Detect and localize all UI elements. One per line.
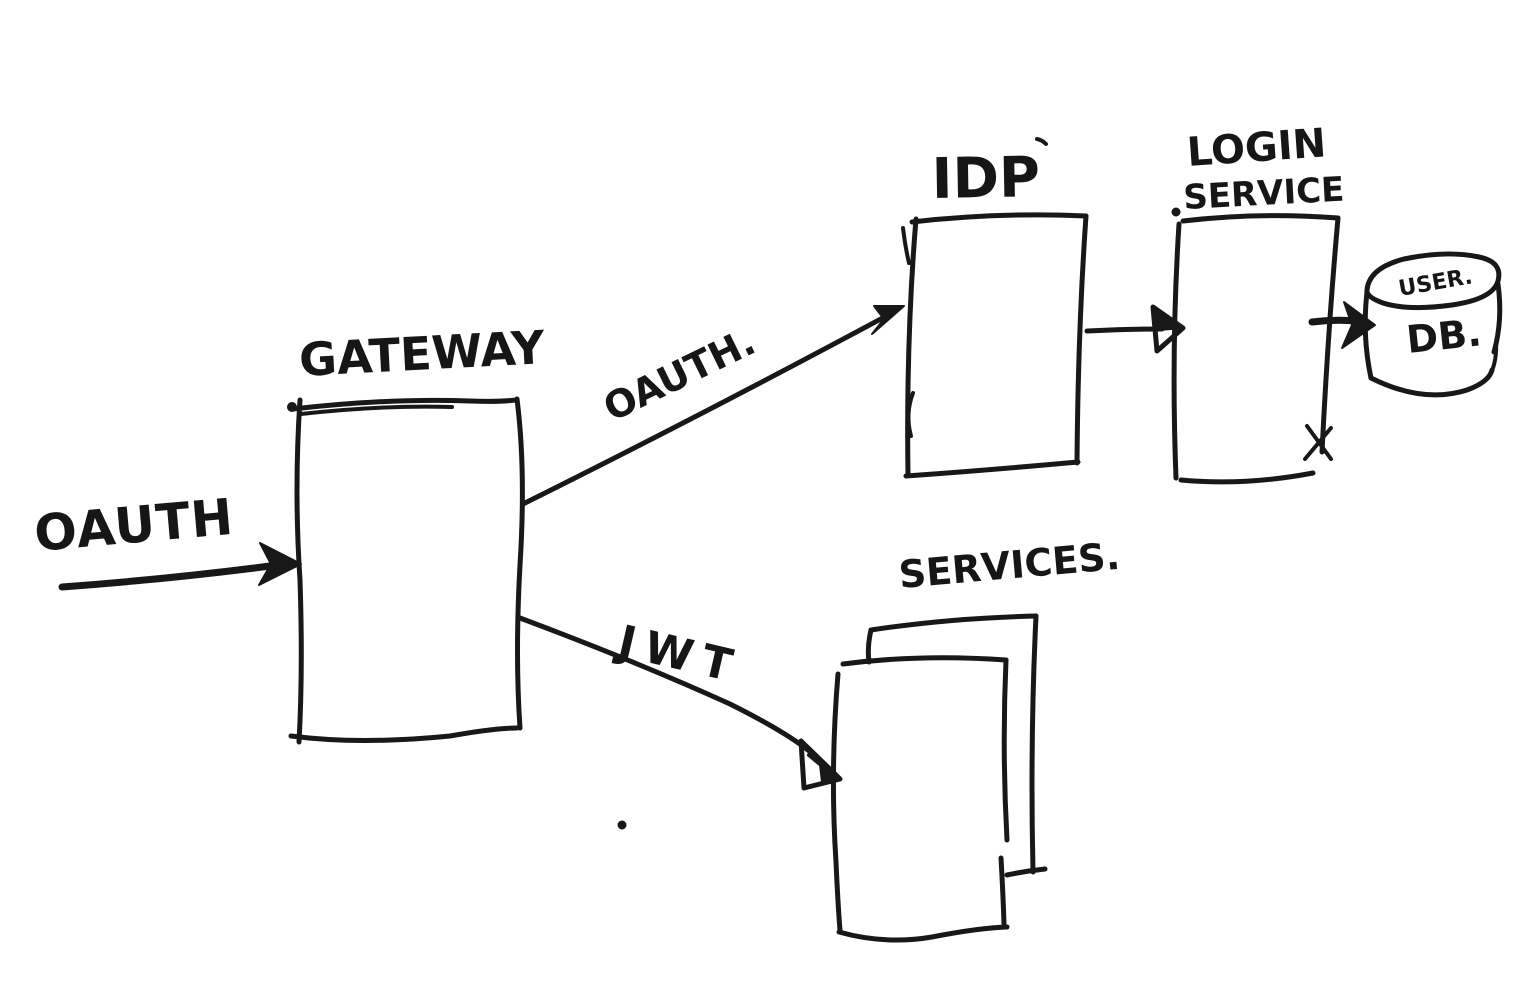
- services-front-box: [830, 655, 1010, 943]
- oauth-input-arrowhead: [258, 542, 302, 586]
- login-to-db-arrow: [1308, 301, 1376, 349]
- services-front-box-right-edge-lower: [998, 855, 1007, 927]
- gateway-box-bottom-edge: [288, 725, 520, 743]
- gateway-box: [287, 396, 525, 745]
- login-service-box-right-edge: [1319, 215, 1341, 455]
- login-service-box-corner-dot: [1171, 207, 1181, 217]
- user-db-top-ellipse: [1364, 251, 1502, 311]
- gateway-box-top-edge-overstroke: [299, 404, 454, 416]
- services-front-box-top-edge: [840, 655, 1009, 667]
- services-front-box-bottom-edge: [836, 924, 1010, 943]
- user-db-top-label: USER.: [1397, 264, 1475, 302]
- services-front-box-left-edge: [830, 671, 843, 933]
- services-back-box-left-edge: [865, 627, 874, 665]
- idp-to-login-arrow-line: [1084, 326, 1165, 334]
- user-db-cylinder: [1362, 251, 1503, 398]
- services-back-box-right-edge: [1029, 613, 1039, 875]
- services-label: SERVICES.: [897, 534, 1122, 597]
- login-service-label-line2: SERVICE: [1182, 170, 1345, 218]
- services-back-box-bottom-tick: [1004, 866, 1048, 878]
- gateway-to-services-arrowhead-tip: [819, 764, 841, 783]
- oauth-input-arrow-line: [58, 562, 274, 591]
- idp-box-right-edge: [1074, 213, 1089, 466]
- idp-box-left-edge: [905, 216, 919, 478]
- login-service-box-bottom-edge: [1178, 470, 1316, 485]
- oauth-input-arrow: [58, 542, 302, 591]
- services-front-box-right-edge: [1001, 657, 1010, 843]
- gateway-to-services-arrow-line: [517, 615, 817, 758]
- services-back-box: [865, 613, 1048, 878]
- stray-dot-mark: [617, 820, 627, 830]
- login-service-box: [1171, 207, 1341, 485]
- login-to-db-arrowhead: [1341, 301, 1376, 349]
- gateway-to-idp-arrow: [520, 305, 905, 507]
- gateway-box-right-edge: [514, 396, 525, 731]
- gateway-box-left-edge: [294, 397, 304, 745]
- oauth-input-label: OAUTH: [32, 488, 236, 563]
- login-service-box-left-edge: [1171, 221, 1182, 481]
- gateway-to-idp-arrowhead: [871, 305, 905, 335]
- login-service-box-top-edge: [1180, 213, 1341, 224]
- user-db-main-label: DB.: [1404, 310, 1483, 362]
- idp-to-login-arrowhead-fill: [1152, 306, 1184, 331]
- gateway-label: GATEWAY: [298, 320, 547, 387]
- idp-label: IDP: [931, 145, 1040, 212]
- idp-box-top-edge: [909, 212, 1089, 225]
- gateway-box-corner-dot: [287, 402, 297, 412]
- login-service-label-line1: LOGIN: [1185, 120, 1327, 176]
- idp-to-login-arrow: [1084, 304, 1186, 354]
- idp-box: [901, 212, 1089, 479]
- gateway-to-idp-arrow-line: [520, 310, 895, 507]
- user-db-right-side-overstroke: [1489, 340, 1499, 375]
- user-db-left-side: [1362, 289, 1374, 381]
- gateway-to-services-arrowhead-outline: [798, 738, 843, 791]
- gateway-to-services-arrow: [517, 615, 843, 791]
- idp-box-left-tick: [901, 226, 911, 265]
- login-service-box-x-mark: [1303, 424, 1333, 461]
- idp-stray-tick-mark: [1035, 137, 1048, 146]
- idp-box-bottom-edge: [903, 459, 1081, 479]
- gateway-box-top-edge: [290, 397, 519, 412]
- user-db-bottom-arc: [1368, 367, 1495, 398]
- services-back-box-top-edge: [868, 613, 1039, 633]
- idp-box-left-edge-overstroke: [906, 391, 915, 438]
- oauth-edge-label: OAUTH.: [597, 319, 762, 430]
